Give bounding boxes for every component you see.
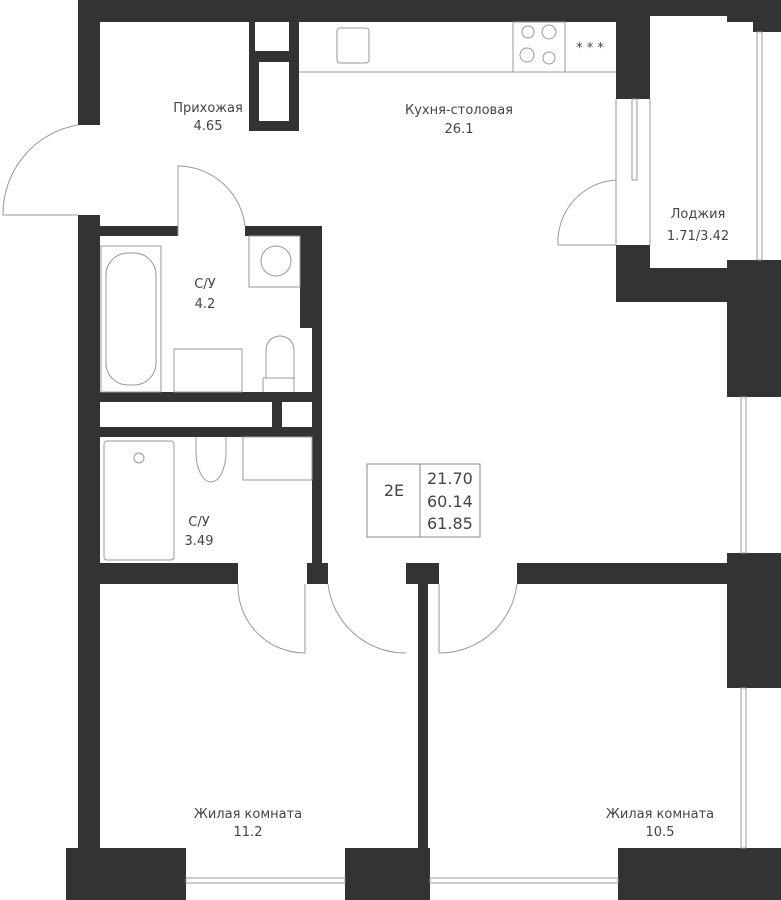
toilet-icon [262, 335, 295, 392]
fridge-icon: * * * [576, 41, 604, 56]
hallway-area: 4.65 [194, 119, 223, 134]
apartment-type: 2Е [384, 481, 404, 500]
bath2-area: 3.49 [185, 534, 214, 549]
toilet-icon [195, 437, 227, 483]
loggia-name: Лоджия [671, 207, 726, 222]
room2-name: Жилая комната [606, 807, 714, 822]
doors [2, 124, 617, 654]
bath1-name: С/У [194, 277, 215, 292]
kitchen-sink-icon [336, 27, 370, 64]
loggia-area: 1.71/3.42 [667, 229, 729, 244]
washer-icon [248, 235, 301, 288]
apartment-summary: 2Е 21.70 60.14 61.85 [366, 463, 481, 538]
stove-icon [512, 21, 566, 73]
living-area: 21.70 [427, 469, 473, 488]
sink-icon [242, 436, 313, 481]
hallway-name: Прихожая [173, 101, 243, 116]
room1-name: Жилая комната [194, 807, 302, 822]
total-area: 60.14 [427, 492, 473, 511]
sink-icon [173, 348, 243, 393]
walls [66, 0, 781, 900]
room1-area: 11.2 [234, 825, 263, 840]
bathtub-icon [103, 440, 175, 561]
kitchen-area: 26.1 [445, 122, 474, 137]
kitchen-name: Кухня-столовая [405, 103, 513, 118]
fixtures: * * * [100, 21, 616, 561]
room2-area: 10.5 [646, 825, 675, 840]
total-area-with-loggia: 61.85 [427, 514, 473, 533]
bath1-area: 4.2 [195, 297, 216, 312]
bathtub-icon [100, 245, 162, 393]
room-labels: Прихожая 4.65 Кухня-столовая 26.1 Лоджия… [173, 101, 729, 840]
bath2-name: С/У [188, 515, 209, 530]
